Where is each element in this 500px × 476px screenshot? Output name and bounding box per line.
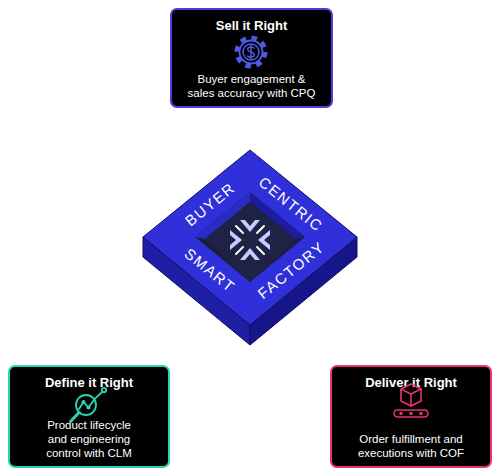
card-description: Order fulfillment and executions with CO… <box>340 432 482 460</box>
logo-line <box>257 247 264 254</box>
box-top-face <box>143 150 357 325</box>
logo-line <box>236 247 243 254</box>
logo-arrow <box>230 230 242 250</box>
logo-symbol <box>230 220 270 260</box>
stage-card: Define it RightProduct lifecycle and eng… <box>8 365 170 468</box>
card-description: Buyer engagement & sales accuracy with C… <box>180 72 323 100</box>
box-right-side <box>250 237 357 345</box>
stage-card: Sell it RightBuyer engagement & sales ac… <box>170 8 333 108</box>
logo-arrow <box>240 248 260 260</box>
card-description: Product lifecycle and engineering contro… <box>18 418 160 460</box>
rim-word: CENTRIC <box>255 173 326 235</box>
stage-card: Deliver it RightOrder fulfillment and ex… <box>330 365 492 468</box>
card-heading: Sell it Right <box>176 18 327 34</box>
logo-arrow <box>240 220 260 232</box>
box-left-side <box>143 237 250 345</box>
logo-line <box>257 226 264 233</box>
centre-diamond: BUYER CENTRIC SMART FACTORY <box>140 145 360 350</box>
card-heading: Deliver it Right <box>336 375 486 391</box>
card-heading: Define it Right <box>14 375 164 391</box>
rim-word: BUYER <box>181 179 238 230</box>
logo-arrow <box>258 230 270 250</box>
rim-word: FACTORY <box>254 238 327 302</box>
logo-lines <box>236 226 264 254</box>
rim-word: SMART <box>181 245 238 296</box>
logo-line <box>236 226 243 233</box>
